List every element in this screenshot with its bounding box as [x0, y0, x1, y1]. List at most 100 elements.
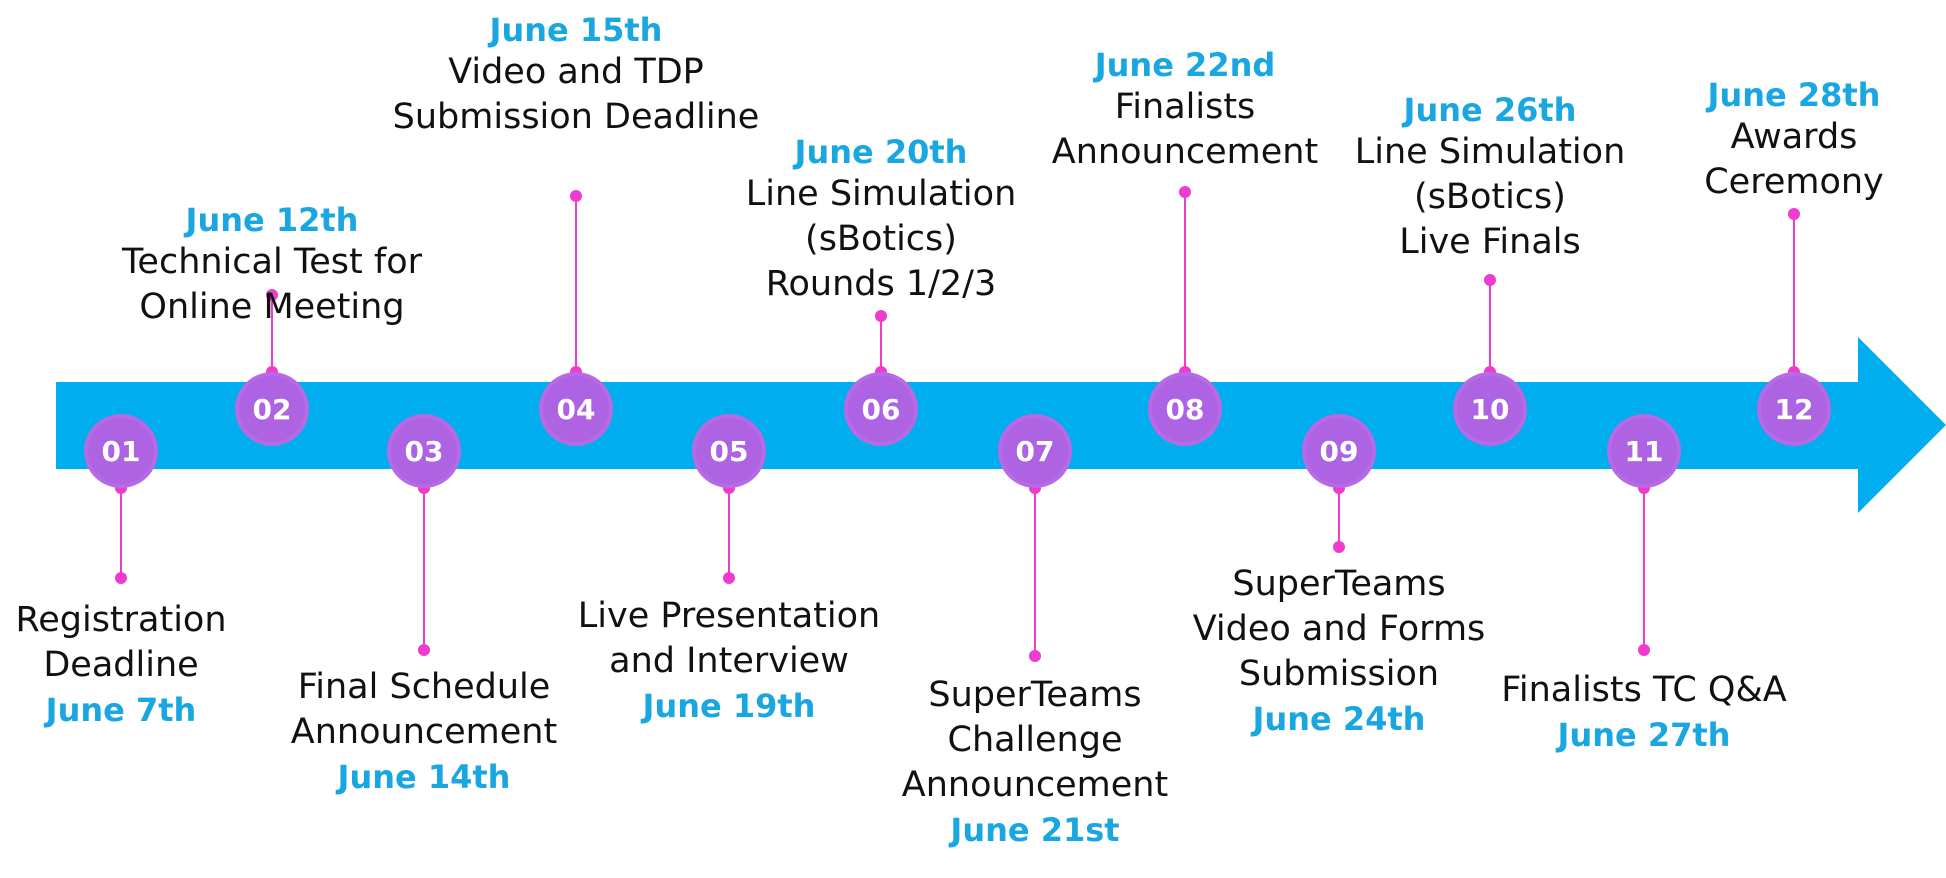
milestone-node-03 — [387, 414, 461, 488]
milestone-node-05 — [692, 414, 766, 488]
connector-end-dot-03 — [418, 644, 430, 656]
milestone-number-06: 06 — [862, 393, 901, 426]
milestone-title-line: Live Presentation — [577, 596, 881, 636]
milestone-title-line: Submission Deadline — [392, 97, 760, 137]
milestone-number-11: 11 — [1625, 435, 1664, 468]
milestone-title: Line Simulation(sBotics)Live Finals — [1270, 130, 1710, 265]
milestone-date: June 15th — [489, 11, 663, 49]
milestone-number-09: 09 — [1320, 435, 1359, 468]
milestone-title-line: Live Finals — [1399, 222, 1581, 262]
connector-end-dot-07 — [1029, 650, 1041, 662]
milestone-number-03: 03 — [405, 435, 444, 468]
milestone-node-inner-09 — [1306, 418, 1372, 484]
milestone-title-line: Deadline — [43, 645, 199, 685]
connector-end-dot-11 — [1638, 644, 1650, 656]
milestone-node-inner-03 — [391, 418, 457, 484]
milestone-title: Line Simulation(sBotics)Rounds 1/2/3 — [661, 172, 1101, 307]
milestone-date: June 12th — [185, 201, 359, 239]
milestone-number-05: 05 — [710, 435, 749, 468]
milestone-node-06 — [844, 372, 918, 446]
milestone-title-line: Challenge — [947, 720, 1123, 760]
connector-end-dot-01 — [115, 572, 127, 584]
milestone-title-line: Ceremony — [1704, 162, 1884, 202]
milestone-title: Video and TDP Submission Deadline — [356, 50, 796, 140]
milestone-title-line: Line Simulation — [1354, 132, 1626, 172]
connector-end-dot-09 — [1333, 541, 1345, 553]
milestone-node-inner-08 — [1152, 376, 1218, 442]
milestone-date: June 28th — [1707, 76, 1881, 114]
milestone-node-10 — [1453, 372, 1527, 446]
connector-end-dot-02 — [266, 289, 278, 301]
milestone-number-10: 10 — [1471, 393, 1510, 426]
milestone-title-line: (sBotics) — [805, 219, 957, 259]
milestone-number-07: 07 — [1016, 435, 1055, 468]
milestone-node-08 — [1148, 372, 1222, 446]
milestone-node-inner-10 — [1457, 376, 1523, 442]
milestone-node-07 — [998, 414, 1072, 488]
milestone-title-line: Technical Test for — [121, 242, 422, 282]
milestone-title-line: Finalists — [1114, 87, 1256, 127]
milestone-title-line: and Interview — [609, 641, 849, 681]
milestone-title-line: SuperTeams — [1232, 564, 1446, 604]
milestone-node-09 — [1302, 414, 1376, 488]
milestone-node-inner-12 — [1761, 376, 1827, 442]
milestone-date: June 24th — [1252, 700, 1426, 738]
milestone-node-11 — [1607, 414, 1681, 488]
milestone-date: June 19th — [642, 687, 816, 725]
milestone-number-01: 01 — [102, 435, 141, 468]
milestone-title-line: Registration — [15, 600, 227, 640]
milestone-node-inner-04 — [543, 376, 609, 442]
milestone-title-line: Announcement — [1051, 132, 1319, 172]
milestone-number-04: 04 — [557, 393, 596, 426]
milestone-node-inner-01 — [88, 418, 154, 484]
milestone-title-line: Announcement — [290, 712, 558, 752]
milestone-date: June 26th — [1403, 91, 1577, 129]
milestone-node-01 — [84, 414, 158, 488]
milestone-title-line: Line Simulation — [745, 174, 1017, 214]
milestone-number-12: 12 — [1775, 393, 1814, 426]
connector-end-dot-08 — [1179, 186, 1191, 198]
connector-end-dot-06 — [875, 310, 887, 322]
milestone-title-line: Video and Forms — [1192, 609, 1486, 649]
milestone-node-inner-07 — [1002, 418, 1068, 484]
milestone-node-inner-05 — [696, 418, 762, 484]
timeline-arrow — [56, 337, 1946, 513]
milestone-node-inner-06 — [848, 376, 914, 442]
milestone-date: June 21st — [950, 811, 1120, 849]
milestone-date: June 27th — [1557, 716, 1731, 754]
connector-end-dot-05 — [723, 572, 735, 584]
milestone-node-inner-11 — [1611, 418, 1677, 484]
milestone-title-line: Announcement — [901, 765, 1169, 805]
milestone-title-line: Online Meeting — [139, 287, 405, 327]
milestone-title-line: SuperTeams — [928, 675, 1142, 715]
milestone-title-line: Video and TDP — [448, 52, 704, 92]
milestone-date: June 7th — [45, 691, 197, 729]
milestone-date: June 22nd — [1094, 46, 1276, 84]
connector-end-dot-04 — [570, 190, 582, 202]
milestone-number-08: 08 — [1166, 393, 1205, 426]
milestone-date: June 20th — [794, 133, 968, 171]
connector-end-dot-10 — [1484, 274, 1496, 286]
milestone-node-02 — [235, 372, 309, 446]
